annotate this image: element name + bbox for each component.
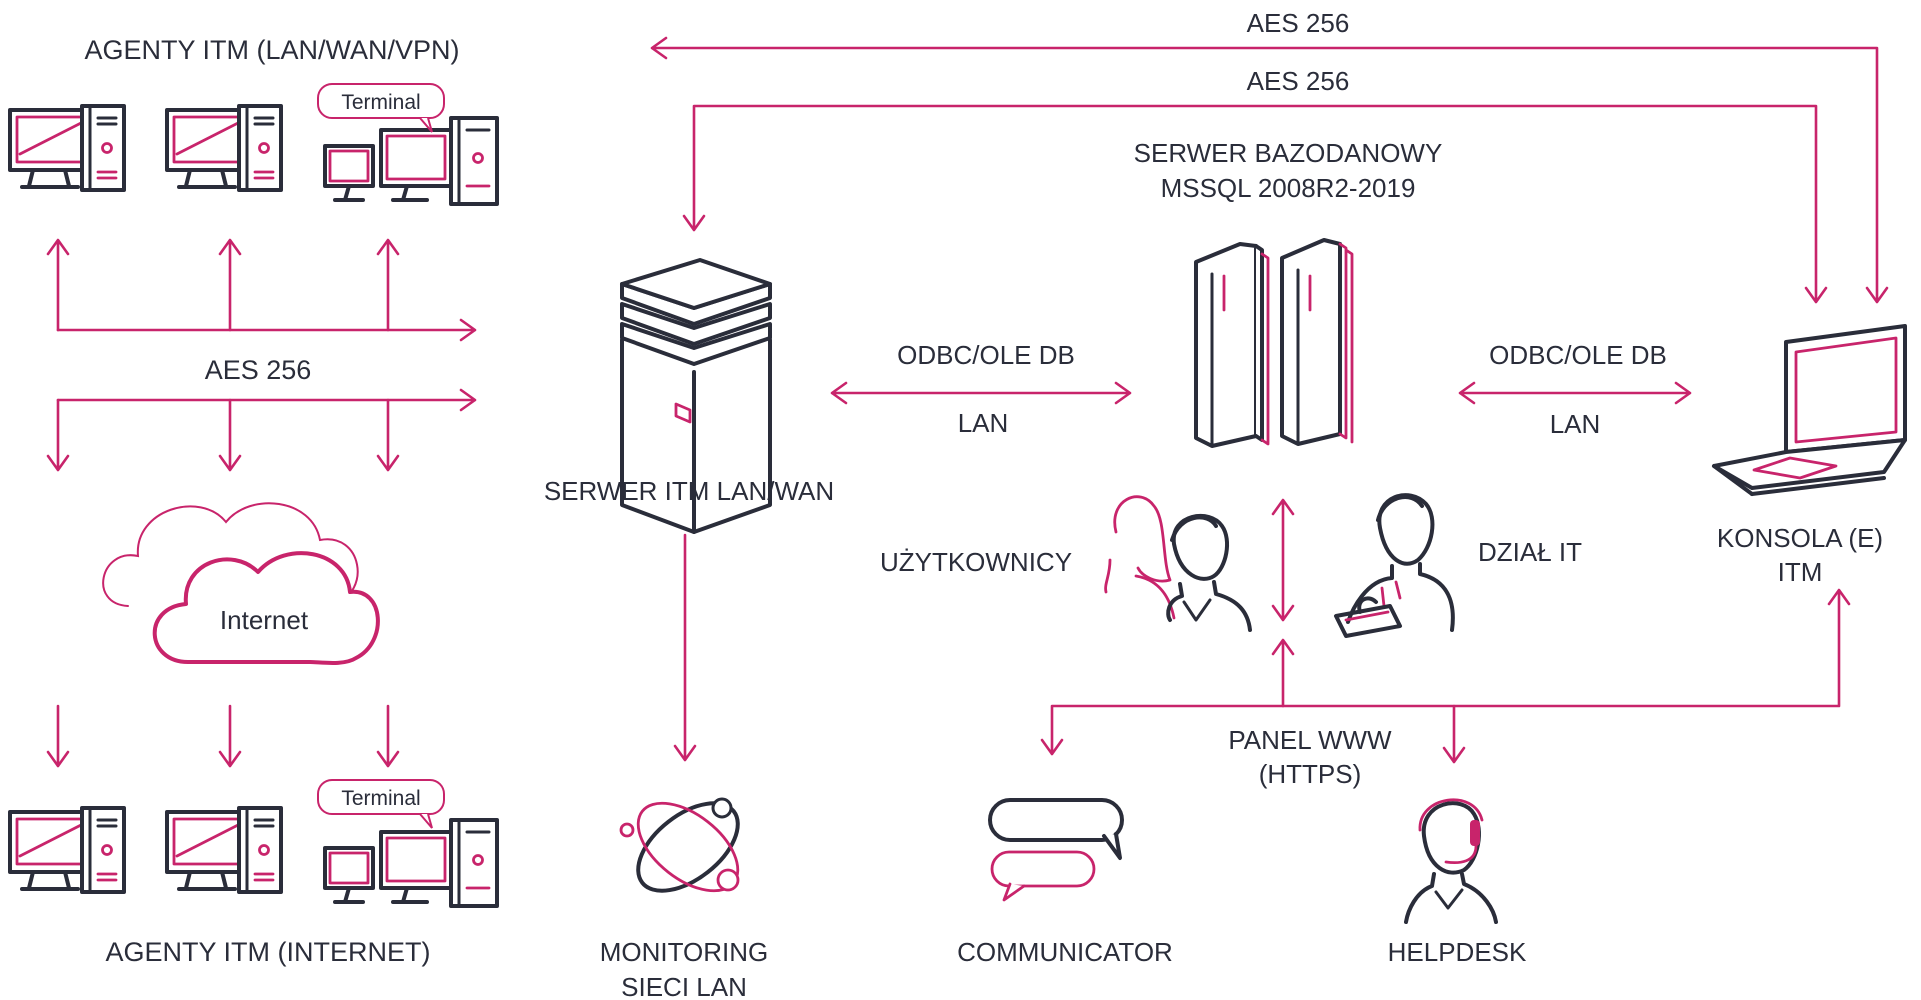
chat-bubbles-icon xyxy=(988,798,1124,902)
aes-top-label-1: AES 256 xyxy=(1247,8,1350,38)
users-icon xyxy=(1104,495,1252,632)
monitoring-link xyxy=(673,533,697,762)
internet-connector-top xyxy=(46,388,477,472)
agents-internet-title: AGENTY ITM (INTERNET) xyxy=(105,937,430,967)
desktop-computer-icon xyxy=(165,104,283,192)
database-server-icon xyxy=(1194,238,1354,448)
panel-to-helpdesk-link xyxy=(1442,704,1466,764)
terminal-workstation-icon xyxy=(323,818,499,908)
aes-top-link-2 xyxy=(682,104,1828,304)
itm-db-link xyxy=(830,381,1132,405)
it-dept-label: DZIAŁ IT xyxy=(1478,537,1582,567)
aes-agents-label: AES 256 xyxy=(205,355,312,385)
lan-right-label: LAN xyxy=(1550,409,1601,439)
odbc-right-label: ODBC/OLE DB xyxy=(1489,340,1667,370)
users-label: UŻYTKOWNICY xyxy=(880,547,1072,577)
desktop-computer-icon xyxy=(165,806,283,894)
agents-lan-title: AGENTY ITM (LAN/WAN/VPN) xyxy=(84,35,459,65)
agents-lan-connector xyxy=(46,238,477,342)
headset-agent-icon xyxy=(1404,798,1498,924)
lan-left-label: LAN xyxy=(958,408,1009,438)
odbc-left-label: ODBC/OLE DB xyxy=(897,340,1075,370)
terminal-label: Terminal xyxy=(341,91,420,114)
terminal-label: Terminal xyxy=(341,787,420,810)
desktop-computer-icon xyxy=(8,104,126,192)
db-server-label-1: SERWER BAZODANOWY xyxy=(1134,138,1443,168)
server-tower-icon xyxy=(620,258,772,534)
helpdesk-label: HELPDESK xyxy=(1388,937,1527,967)
itm-server-label: SERWER ITM LAN/WAN xyxy=(544,476,834,506)
desktop-computer-icon xyxy=(8,806,126,894)
monitoring-label-1: MONITORING xyxy=(600,937,769,967)
console-label-1: KONSOLA (E) xyxy=(1717,523,1883,553)
it-worker-icon xyxy=(1334,493,1455,638)
panel-to-people-link xyxy=(1271,638,1295,708)
panel-label-2: (HTTPS) xyxy=(1259,759,1362,789)
panel-www-link xyxy=(1040,588,1851,756)
db-people-link xyxy=(1271,498,1295,622)
db-console-link xyxy=(1458,381,1692,405)
monitoring-label-2: SIECI LAN xyxy=(621,972,747,1000)
network-orbit-icon xyxy=(619,797,740,893)
internet-label: Internet xyxy=(220,605,309,635)
terminal-callout: Terminal xyxy=(317,83,445,133)
aes-top-label-2: AES 256 xyxy=(1247,66,1350,96)
terminal-callout: Terminal xyxy=(317,779,445,829)
internet-connector-bottom xyxy=(46,704,400,768)
laptop-icon xyxy=(1712,324,1907,496)
console-label-2: ITM xyxy=(1778,557,1823,587)
cloud-icon xyxy=(102,502,380,665)
communicator-label: COMMUNICATOR xyxy=(957,937,1173,967)
panel-label-1: PANEL WWW xyxy=(1228,725,1392,755)
aes-top-link-1 xyxy=(650,36,1889,304)
db-server-label-2: MSSQL 2008R2-2019 xyxy=(1161,173,1416,203)
terminal-workstation-icon xyxy=(323,116,499,206)
